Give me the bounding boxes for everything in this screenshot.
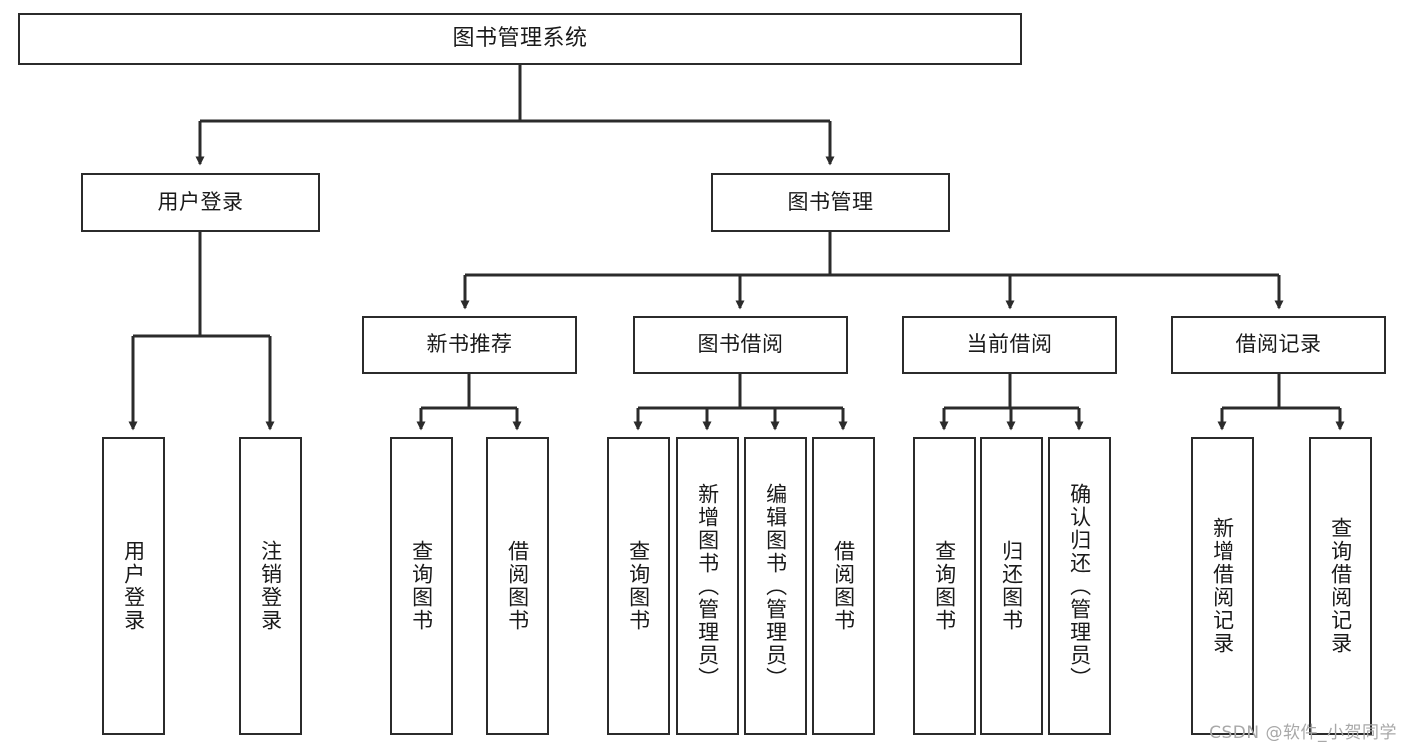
node-label: 确认归还（管理员） xyxy=(1067,482,1092,690)
node-borrow-record[interactable]: 借阅记录 xyxy=(1171,316,1386,374)
node-root-system[interactable]: 图书管理系统 xyxy=(18,13,1022,65)
leaf-query-book-borrow[interactable]: 查询图书 xyxy=(607,437,670,735)
node-label: 图书管理 xyxy=(787,189,874,214)
node-label: 新增图书（管理员） xyxy=(695,482,720,690)
node-label: 当前借阅 xyxy=(966,332,1053,357)
node-label: 借阅记录 xyxy=(1235,332,1322,357)
node-label: 借阅图书 xyxy=(505,540,530,632)
leaf-user-login[interactable]: 用户登录 xyxy=(102,437,165,735)
node-label: 用户登录 xyxy=(157,189,244,214)
node-user-login[interactable]: 用户登录 xyxy=(81,173,320,232)
leaf-borrow-book[interactable]: 借阅图书 xyxy=(812,437,875,735)
leaf-add-book-admin[interactable]: 新增图书（管理员） xyxy=(676,437,739,735)
node-label: 查询图书 xyxy=(932,540,957,632)
leaf-query-book-new-rec[interactable]: 查询图书 xyxy=(390,437,453,735)
node-label: 归还图书 xyxy=(999,540,1024,632)
node-label: 用户登录 xyxy=(121,540,146,632)
node-current-borrow[interactable]: 当前借阅 xyxy=(902,316,1117,374)
node-label: 图书管理系统 xyxy=(452,25,588,51)
node-book-borrow[interactable]: 图书借阅 xyxy=(633,316,848,374)
node-book-manage[interactable]: 图书管理 xyxy=(711,173,950,232)
node-label: 编辑图书（管理员） xyxy=(763,482,788,690)
csdn-watermark: CSDN @软件_小贺同学 xyxy=(1209,723,1397,743)
leaf-return-book[interactable]: 归还图书 xyxy=(980,437,1043,735)
leaf-borrow-book-new-rec[interactable]: 借阅图书 xyxy=(486,437,549,735)
leaf-query-borrow-record[interactable]: 查询借阅记录 xyxy=(1309,437,1372,735)
node-label: 图书借阅 xyxy=(697,332,784,357)
leaf-confirm-return-admin[interactable]: 确认归还（管理员） xyxy=(1048,437,1111,735)
leaf-logout[interactable]: 注销登录 xyxy=(239,437,302,735)
node-label: 新书推荐 xyxy=(426,332,513,357)
node-label: 注销登录 xyxy=(258,540,283,632)
node-label: 查询图书 xyxy=(626,540,651,632)
leaf-query-book-current[interactable]: 查询图书 xyxy=(913,437,976,735)
node-label: 查询借阅记录 xyxy=(1328,517,1353,655)
leaf-edit-book-admin[interactable]: 编辑图书（管理员） xyxy=(744,437,807,735)
node-label: 查询图书 xyxy=(409,540,434,632)
leaf-add-borrow-record[interactable]: 新增借阅记录 xyxy=(1191,437,1254,735)
node-new-book-recommend[interactable]: 新书推荐 xyxy=(362,316,577,374)
node-label: 借阅图书 xyxy=(831,540,856,632)
node-label: 新增借阅记录 xyxy=(1210,517,1235,655)
